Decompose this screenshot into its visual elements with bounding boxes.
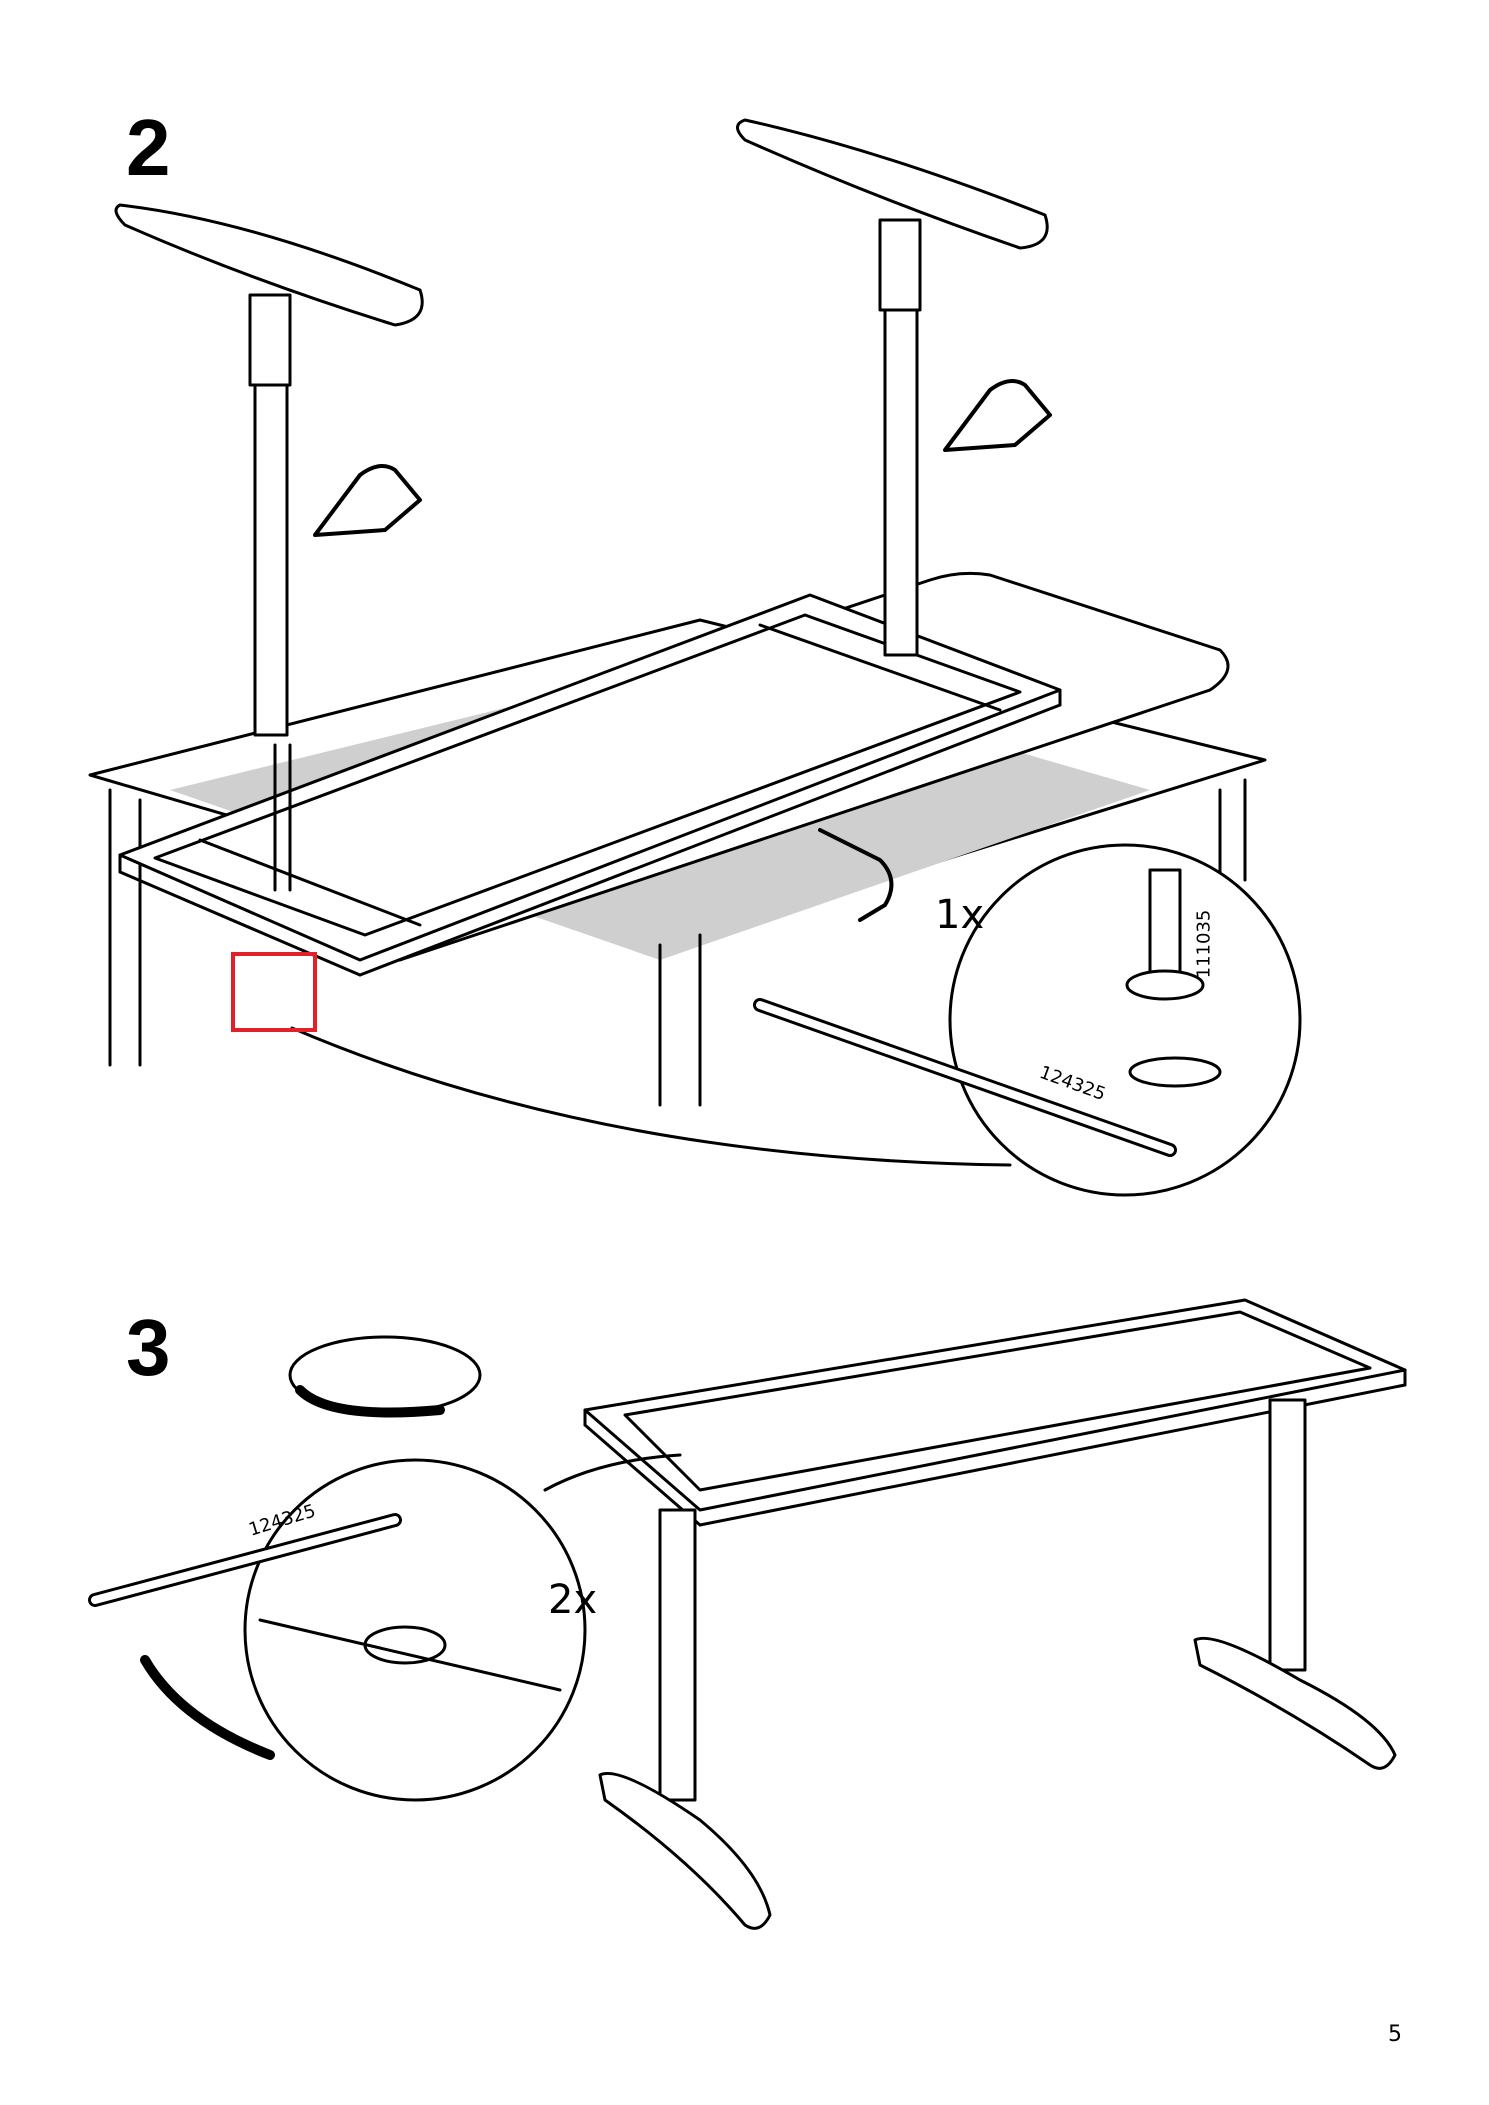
quantity-label: 2x [548, 1577, 598, 1623]
leg-right [736, 118, 1049, 657]
detail-callout-step3 [88, 1453, 682, 1802]
leg-left [114, 203, 424, 892]
hand-press-icon [313, 379, 1052, 922]
desk-frame [118, 593, 1062, 977]
detail-callout [290, 843, 1302, 1197]
highlight-box [231, 952, 317, 1032]
step-number-3: 3 [126, 1303, 171, 1392]
rotate-arrow-icon [140, 1335, 482, 1760]
step-number-2: 2 [126, 103, 171, 192]
assembled-frame [583, 1298, 1407, 1930]
part-number-screw: 111035 [1193, 909, 1215, 979]
page-number: 5 [1388, 2022, 1402, 2047]
quantity-label: 1x [935, 892, 985, 938]
